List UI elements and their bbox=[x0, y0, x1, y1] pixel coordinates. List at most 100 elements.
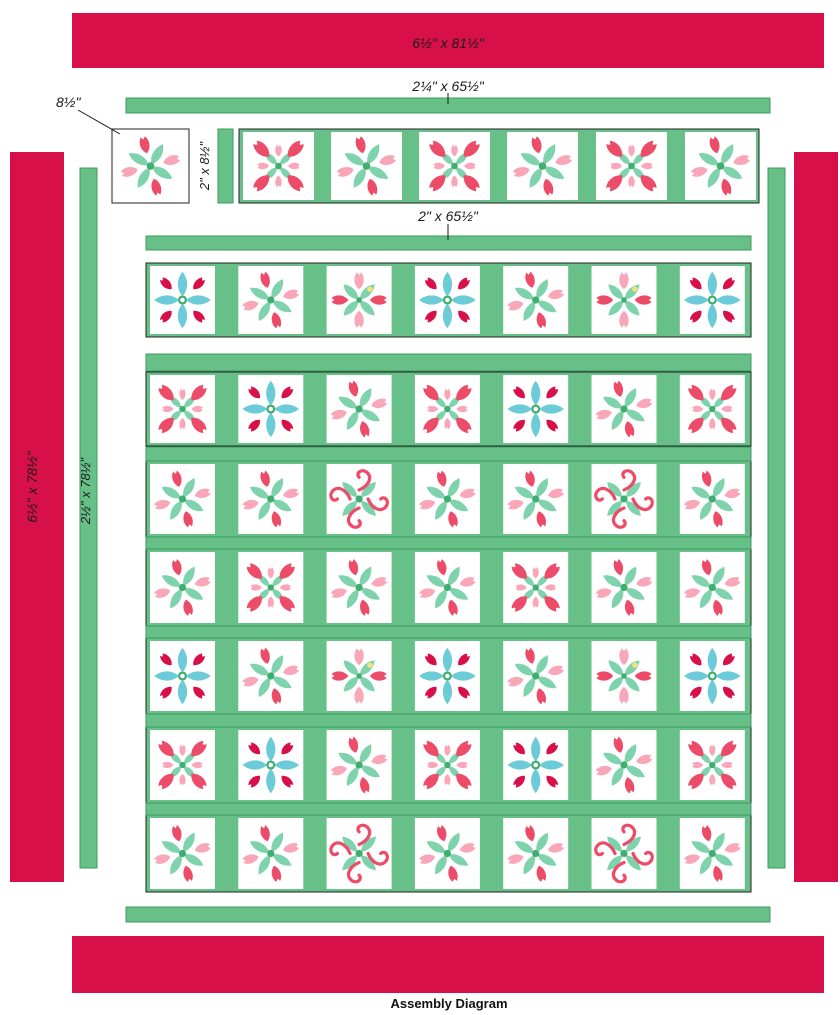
short-sashing bbox=[218, 129, 233, 203]
quilt-block-tulip bbox=[150, 375, 215, 443]
block-center bbox=[267, 672, 274, 679]
block-center bbox=[356, 673, 361, 678]
quilt-block-leaf bbox=[150, 266, 215, 334]
block-center bbox=[532, 495, 539, 502]
row-sashing bbox=[146, 354, 751, 371]
quilt-block-leaf bbox=[415, 266, 480, 334]
diagram-caption: Assembly Diagram bbox=[390, 996, 507, 1011]
quilt-block-tulip bbox=[680, 730, 745, 800]
accent-dot bbox=[632, 286, 637, 291]
quilt-block-wind bbox=[680, 464, 745, 534]
left-sashing-label: 2½" x 78½" bbox=[78, 456, 93, 525]
block-center bbox=[444, 850, 451, 857]
block-center-ring bbox=[710, 674, 715, 679]
quilt-block-tulip bbox=[419, 132, 490, 200]
quilt-block-tulip bbox=[243, 132, 314, 200]
block-center-ring bbox=[445, 298, 450, 303]
block-center bbox=[620, 405, 627, 412]
quilt-block-wind bbox=[238, 818, 303, 889]
left-border-label: 6½" x 78½" bbox=[24, 450, 40, 522]
quilt-block-wind bbox=[503, 818, 568, 889]
accent-dot bbox=[367, 286, 372, 291]
row-sashing bbox=[146, 803, 751, 815]
quilt-block-wind bbox=[150, 464, 215, 534]
block-center bbox=[620, 584, 627, 591]
quilt-block-swirl bbox=[327, 818, 392, 889]
quilt-block-leaf bbox=[150, 641, 215, 711]
quilt-block-wind bbox=[327, 730, 392, 800]
row-sashing bbox=[146, 714, 751, 727]
quilt-block-wind bbox=[116, 132, 185, 200]
quilt-block-leaf bbox=[503, 730, 568, 800]
corner-block-label: 8½" bbox=[56, 94, 81, 110]
quilt-block-wind bbox=[592, 552, 657, 623]
block-center bbox=[444, 495, 451, 502]
block-center bbox=[628, 163, 635, 170]
block-center-ring bbox=[533, 763, 538, 768]
quilt-block-wind bbox=[415, 552, 480, 623]
block-center bbox=[621, 673, 626, 678]
quilt-block-tulip bbox=[415, 730, 480, 800]
block-center bbox=[533, 584, 539, 590]
quilt-block-wind bbox=[238, 464, 303, 534]
block-center-ring bbox=[445, 674, 450, 679]
quilt-block-wind bbox=[503, 641, 568, 711]
quilt-block-wind bbox=[680, 552, 745, 623]
block-center bbox=[355, 495, 362, 502]
quilt-block-wind bbox=[331, 132, 402, 200]
block-center-ring bbox=[180, 674, 185, 679]
top-block-strip bbox=[239, 129, 759, 203]
block-center bbox=[355, 850, 362, 857]
quilt-block-wind bbox=[327, 375, 392, 443]
block-center bbox=[709, 850, 716, 857]
block-center-ring bbox=[533, 407, 538, 412]
block-center bbox=[147, 162, 155, 170]
block-center bbox=[363, 162, 371, 170]
block-center bbox=[709, 584, 716, 591]
block-center bbox=[621, 297, 626, 302]
block-center bbox=[532, 296, 539, 303]
block-center bbox=[532, 850, 539, 857]
quilt-block-star bbox=[592, 266, 657, 334]
block-center bbox=[532, 672, 539, 679]
block-center-ring bbox=[710, 298, 715, 303]
block-center bbox=[620, 495, 627, 502]
block-center bbox=[444, 762, 450, 768]
corner-block-leader bbox=[78, 110, 120, 134]
block-center bbox=[267, 495, 274, 502]
quilt-block-wind bbox=[415, 818, 480, 889]
top-border-label: 6½" x 81½" bbox=[412, 35, 484, 51]
accent-dot bbox=[367, 662, 372, 667]
block-center bbox=[444, 584, 451, 591]
block-center bbox=[179, 584, 186, 591]
quilt-block-tulip bbox=[503, 552, 568, 623]
quilt-block-leaf bbox=[415, 641, 480, 711]
quilt-block-leaf bbox=[680, 266, 745, 334]
quilt-block-wind bbox=[685, 132, 756, 200]
block-center bbox=[275, 163, 282, 170]
quilt-block-star bbox=[327, 266, 392, 334]
quilt-block-swirl bbox=[327, 464, 392, 534]
quilt-block-tulip bbox=[680, 375, 745, 443]
block-center-ring bbox=[180, 298, 185, 303]
block-center bbox=[620, 761, 627, 768]
block-center bbox=[267, 850, 274, 857]
block-center bbox=[267, 296, 274, 303]
block-center bbox=[355, 761, 362, 768]
block-center bbox=[356, 297, 361, 302]
bottom-sashing bbox=[126, 907, 770, 922]
row-sashing-label: 2" x 65½" bbox=[417, 208, 479, 224]
block-center bbox=[179, 850, 186, 857]
quilt-block-star bbox=[327, 641, 392, 711]
block-center-ring bbox=[269, 763, 274, 768]
quilt-block-leaf bbox=[503, 375, 568, 443]
right-border bbox=[794, 152, 838, 882]
block-center bbox=[268, 584, 274, 590]
quilt-block-star bbox=[592, 641, 657, 711]
block-center bbox=[179, 406, 185, 412]
block-center bbox=[179, 495, 186, 502]
quilt-block-wind bbox=[503, 464, 568, 534]
quilt-block-tulip bbox=[415, 375, 480, 443]
quilt-block-wind bbox=[150, 552, 215, 623]
